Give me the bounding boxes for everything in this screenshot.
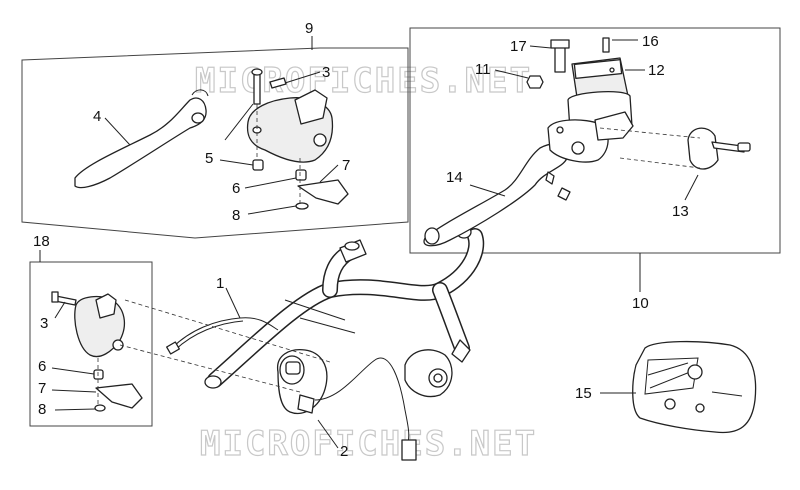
callout-8b: 8 bbox=[38, 401, 46, 418]
callout-6a: 6 bbox=[232, 180, 240, 197]
leader-2 bbox=[317, 419, 339, 449]
callout-16: 16 bbox=[642, 33, 659, 50]
throttle-cable bbox=[166, 287, 279, 355]
washer-8 bbox=[295, 202, 309, 210]
left-lever-4 bbox=[74, 89, 209, 189]
nut-5 bbox=[252, 159, 264, 171]
switch-7 bbox=[297, 179, 349, 205]
switch-7b bbox=[95, 383, 143, 409]
leader-3b bbox=[54, 301, 66, 319]
leader-13 bbox=[684, 174, 699, 201]
leader-7a bbox=[319, 164, 339, 183]
callout-7a: 7 bbox=[342, 157, 350, 174]
handlebar-part bbox=[204, 225, 485, 389]
nut-11 bbox=[526, 75, 544, 89]
leader-17 bbox=[529, 45, 552, 49]
callout-10: 10 bbox=[632, 295, 649, 312]
callout-5: 5 bbox=[205, 150, 213, 167]
group-frame-9 bbox=[21, 47, 409, 239]
callout-3b: 3 bbox=[40, 315, 48, 332]
callout-14: 14 bbox=[446, 169, 463, 186]
callout-15: 15 bbox=[575, 385, 592, 402]
watermark-top: MICROFICHES.NET bbox=[195, 61, 532, 101]
callout-13: 13 bbox=[672, 203, 689, 220]
right-clamp bbox=[404, 339, 471, 398]
group-frame-18 bbox=[29, 261, 153, 427]
spacer-6b bbox=[93, 369, 104, 380]
leader-5b bbox=[224, 103, 254, 141]
callout-3a: 3 bbox=[322, 64, 330, 81]
leader-14 bbox=[469, 184, 506, 197]
callout-8a: 8 bbox=[232, 207, 240, 224]
master-cylinder-12 bbox=[494, 37, 645, 138]
callout-4: 4 bbox=[93, 108, 101, 125]
bolt-5 bbox=[253, 71, 261, 105]
leader-6b bbox=[51, 367, 95, 375]
callouts: 1 2 3 3 4 5 6 6 7 7 8 8 9 10 11 12 13 14… bbox=[33, 20, 689, 460]
callout-6b: 6 bbox=[38, 358, 46, 375]
callout-12: 12 bbox=[648, 62, 665, 79]
callout-18: 18 bbox=[33, 233, 50, 250]
leader-5 bbox=[219, 159, 254, 166]
box-15 bbox=[600, 340, 757, 434]
left-lever-holder bbox=[219, 68, 349, 215]
callout-2: 2 bbox=[340, 443, 348, 460]
leader-7b bbox=[51, 389, 97, 393]
leader-4 bbox=[104, 117, 131, 146]
callout-7b: 7 bbox=[38, 380, 46, 397]
leader-6a bbox=[244, 177, 297, 189]
leader-8b bbox=[54, 408, 96, 411]
leader-3a bbox=[284, 71, 321, 84]
small-lever-holder bbox=[51, 291, 331, 412]
callout-17: 17 bbox=[510, 38, 527, 55]
leader-11 bbox=[494, 69, 529, 79]
callout-9: 9 bbox=[305, 20, 313, 37]
watermark-bottom: MICROFICHES.NET bbox=[200, 424, 537, 464]
washer-8b bbox=[94, 404, 106, 412]
group-frame-10 bbox=[409, 27, 781, 254]
callout-11: 11 bbox=[475, 61, 491, 78]
switch-housing bbox=[277, 349, 417, 461]
callout-1: 1 bbox=[216, 275, 224, 292]
right-lever-14 bbox=[423, 111, 634, 247]
leader-8a bbox=[247, 205, 297, 215]
leader-1 bbox=[225, 287, 241, 319]
clamp-13 bbox=[599, 127, 751, 201]
screw-16 bbox=[602, 37, 610, 53]
spacer-6 bbox=[295, 169, 307, 181]
